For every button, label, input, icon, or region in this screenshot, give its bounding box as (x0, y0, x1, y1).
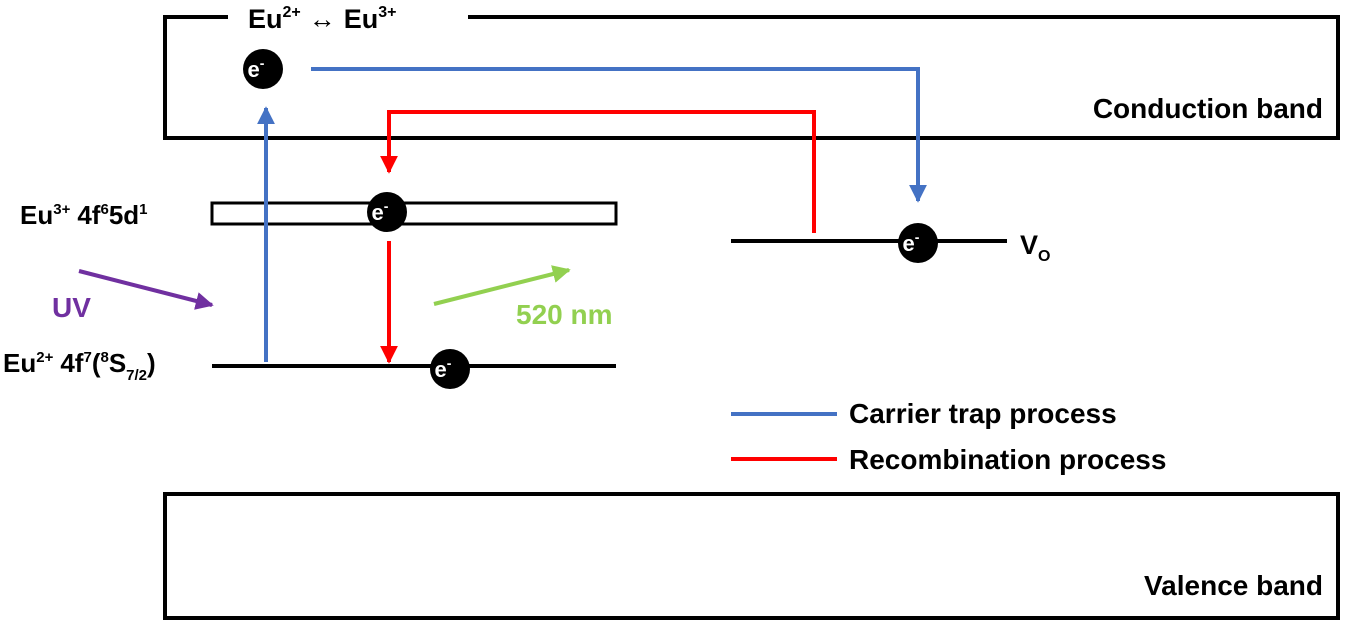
svg-text:e-: e- (435, 355, 452, 382)
conduction-band (163, 15, 1340, 140)
emission-arrow (433, 265, 571, 306)
svg-text:e-: e- (372, 198, 389, 225)
svg-text:e-: e- (248, 55, 265, 82)
electron-eu3-level: e- (367, 192, 407, 232)
valence-band (163, 492, 1340, 620)
svg-text:e-: e- (903, 229, 920, 256)
eu2-ground-label: Eu2+4f7(8S7/2) (3, 348, 156, 384)
legend-carrier-trap-label: Carrier trap process (849, 398, 1117, 429)
valence-change-title: Eu2+↔Eu3+ (248, 4, 397, 34)
eu3-excited-level (210, 201, 618, 226)
legend: Carrier trap process Recombination proce… (731, 398, 1166, 475)
uv-arrow (78, 269, 214, 310)
oxygen-vacancy-label: VO (1020, 230, 1050, 265)
valence-band-label: Valence band (1144, 570, 1323, 601)
recombination-path (380, 110, 816, 364)
conduction-band-label: Conduction band (1093, 93, 1323, 124)
eu3-excited-label: Eu3+4f65d1 (20, 200, 148, 230)
electron-conduction: e- (243, 49, 283, 89)
carrier-trap-path (257, 67, 927, 362)
electron-trap: e- (898, 223, 938, 263)
detrap-arrow (380, 110, 816, 233)
electron-eu2-level: e- (430, 349, 470, 389)
legend-recombination-label: Recombination process (849, 444, 1166, 475)
uv-label: UV (52, 292, 91, 323)
trap-capture-arrow (311, 67, 927, 203)
emission-label: 520 nm (516, 299, 613, 330)
